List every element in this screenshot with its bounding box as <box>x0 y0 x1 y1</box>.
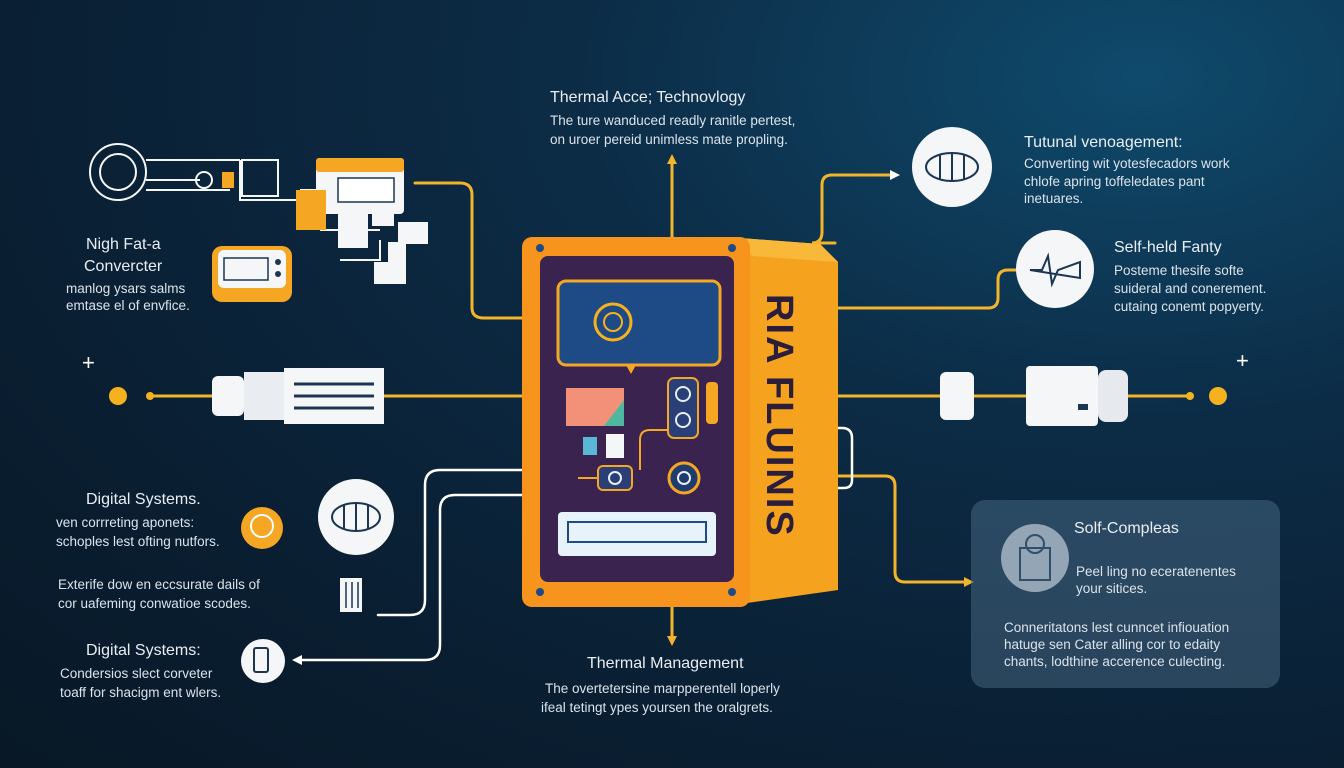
left-bottom-line-2: toaff for shacigm ent wlers. <box>60 685 222 700</box>
left-top-line-2: emtase el of envfice. <box>66 298 190 313</box>
panel-title: Solf-Compleas <box>1074 520 1179 537</box>
right-mid-title: Self-held Fanty <box>1114 239 1222 256</box>
right-top-title: Tutunal venoagement: <box>1024 134 1183 151</box>
bottom-title: Thermal Management <box>587 655 744 672</box>
left-mid-line-1: ven corrreting aponets: <box>56 515 195 530</box>
arrow-left-bottom <box>292 655 302 665</box>
bottom-line-2: ifeal tetingt ypes yoursen the oralgrets… <box>541 700 773 715</box>
right-mid-line-2: suideral and conerement. <box>1114 281 1267 296</box>
left-top-line-1: manlog ysars salms <box>66 281 186 296</box>
connector-right-mid-top <box>833 268 1022 310</box>
dot-left <box>109 387 127 405</box>
right-top-line-2: chlofe apring toffeledates pant <box>1024 174 1205 189</box>
left-mid2-line-2: cor uafeming conwatioe scodes. <box>58 596 251 611</box>
device-side-text-bottom: FLUINIS <box>758 376 800 538</box>
plus-icon-left: + <box>82 350 95 375</box>
left-mid-title: Digital Systems. <box>86 491 201 508</box>
arrow-bottom <box>667 636 677 646</box>
connector-right-top <box>811 173 894 245</box>
plug-left-icon <box>212 368 384 424</box>
panel-line-4: hatuge sen Cater alling cor to edaity <box>1004 637 1221 652</box>
keyboard-device-icon <box>212 246 292 302</box>
panel-line-3: Conneritatons lest cunncet infiouation <box>1004 620 1230 635</box>
top-line-1: The ture wanduced readly ranitle pertest… <box>550 113 796 128</box>
left-top-title-1: Nigh Fat-a <box>86 236 161 253</box>
plug-right-icon <box>940 366 1128 426</box>
right-mid-line-1: Posteme thesife softe <box>1114 263 1244 278</box>
phone-circle-icon <box>241 639 285 683</box>
arrow-right-top <box>890 170 900 180</box>
bottom-line-1: The overtetersine marpperentell loperly <box>545 681 780 696</box>
right-top-line-3: inetuares. <box>1024 191 1084 206</box>
arrow-top <box>667 154 677 164</box>
panel-line-2: your sitices. <box>1076 581 1148 596</box>
left-mid-line-2: schoples lest ofting nutfors. <box>56 534 220 549</box>
left-bottom-title: Digital Systems: <box>86 642 201 659</box>
left-mid2-line-1: Exterife dow en eccsurate dails of <box>58 577 260 592</box>
connector-top-left <box>413 181 524 320</box>
left-top-title-2: Convercter <box>84 258 163 275</box>
dot-right <box>1209 387 1227 405</box>
connector-right-white <box>833 426 854 490</box>
device-side-text-top: RIA <box>758 294 800 366</box>
top-line-2: on uroer pereid unimless mate propling. <box>550 132 788 147</box>
panel-line-5: chants, lodthine accerence culecting. <box>1004 654 1226 669</box>
connector-left-white-1 <box>376 468 524 617</box>
connector-right-panel <box>833 474 968 584</box>
arrow-right-panel <box>964 577 974 587</box>
central-device <box>522 237 838 607</box>
plus-icon-right: + <box>1236 348 1249 373</box>
panel-line-1: Peel ling no eceratenentes <box>1076 564 1236 579</box>
info-panel <box>971 500 1280 688</box>
left-small-icons <box>241 507 362 612</box>
right-top-line-1: Converting wit yotesfecadors work <box>1024 156 1230 171</box>
top-title: Thermal Acce; Technovlogy <box>550 89 746 106</box>
left-bottom-line-1: Condersios slect corveter <box>60 666 213 681</box>
right-mid-line-3: cutaing conemt popyerty. <box>1114 299 1264 314</box>
connector-left-white-2 <box>298 493 524 662</box>
